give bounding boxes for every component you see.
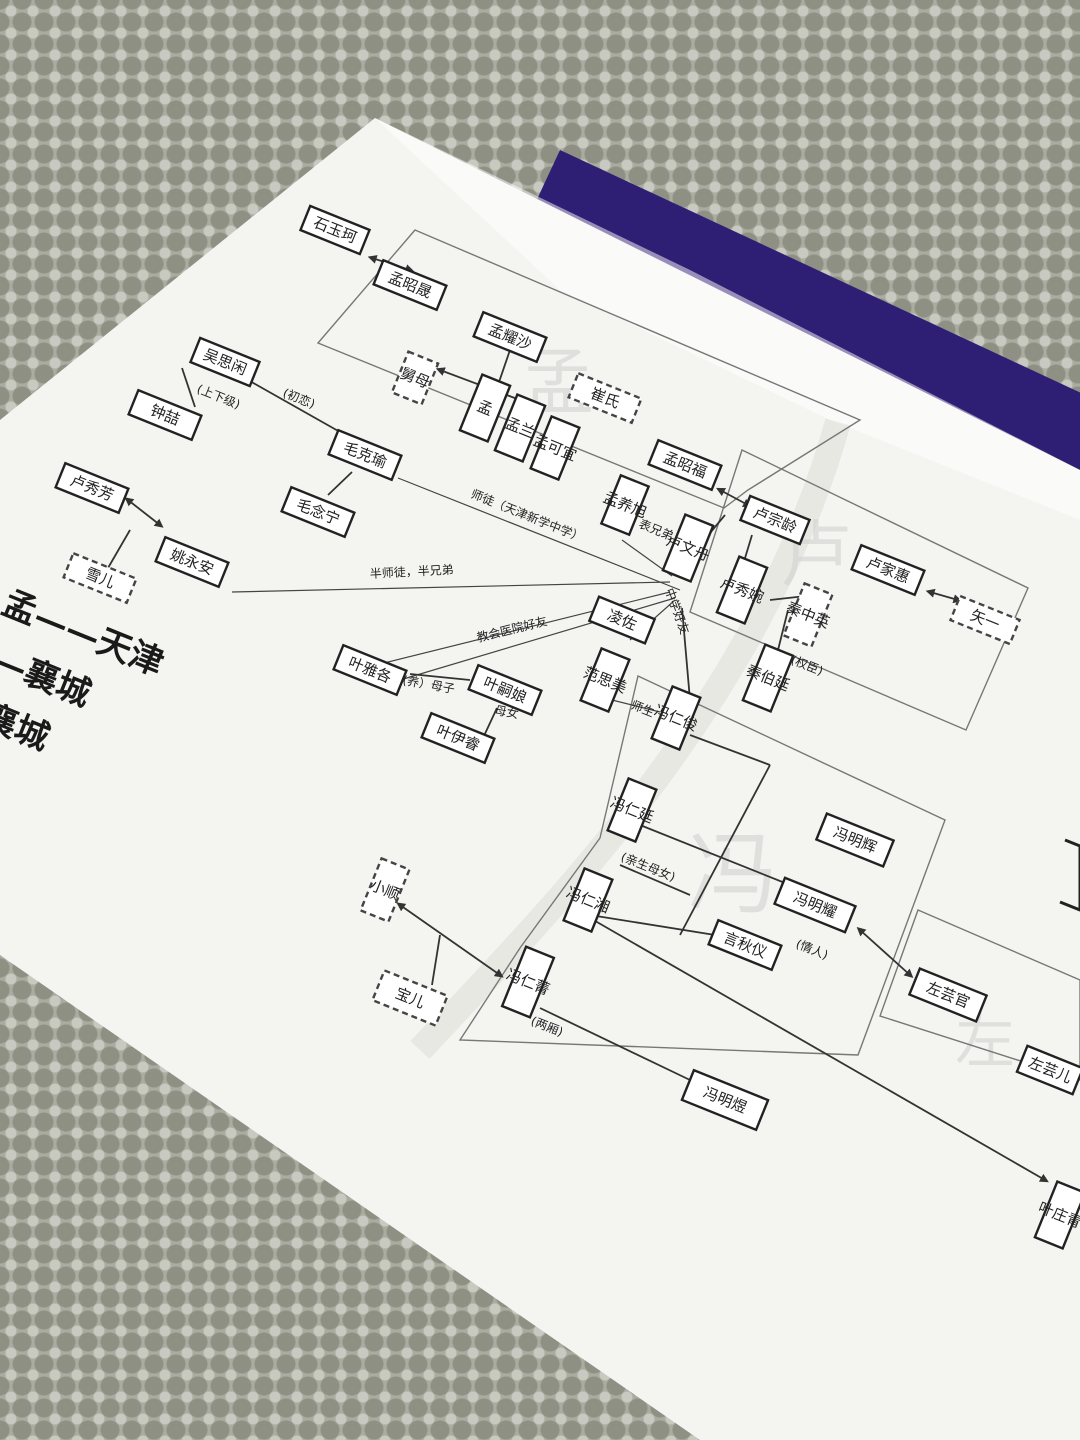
- node-meng-lan: 孟兰: [493, 393, 547, 463]
- node-lu-xiu-wan: 卢秀婉: [715, 555, 769, 625]
- node-fan-si-mei: 范思美: [579, 646, 631, 714]
- node-xue-er: 雪儿: [62, 551, 138, 605]
- node-feng-ren-jing: 冯仁菁: [500, 945, 556, 1019]
- label-half-disciple: 半师徒，半兄弟: [369, 563, 454, 581]
- feng-family-box: [458, 674, 946, 1056]
- node-lu-wen-zhou: 卢文舟: [661, 513, 715, 583]
- node-feng-ren-jun: 冯仁俊: [650, 684, 702, 752]
- node-qin-zhong-ying: 秦中英: [782, 581, 834, 649]
- node-mother-lu: 矢一: [948, 594, 1022, 646]
- node-bao-er: 宝儿: [370, 968, 450, 1028]
- paper-sheet: [0, 118, 1080, 1440]
- page-edge-mark: [1059, 838, 1080, 912]
- label-mother-daughter: 母女: [493, 702, 519, 721]
- node-meng-ke-yi: 孟可宜: [529, 414, 581, 482]
- node-qin-bo-ting: 秦伯廷: [741, 643, 795, 713]
- node-meng-yang-xu: 孟养旭: [599, 473, 651, 537]
- node-meng-yao-she: 孟耀沙: [472, 310, 548, 364]
- node-ye-zhuang-qing: 叶庄青: [1033, 1180, 1080, 1250]
- svg-text:孟: 孟: [475, 397, 496, 419]
- node-feng-ren-yan: 冯仁湘: [562, 866, 614, 934]
- node-xiao-shun: 小顺: [359, 856, 411, 924]
- node-ye-yi-rui: 叶伊睿: [420, 711, 496, 765]
- node-meng-zhan-nu: 孟: [458, 373, 512, 443]
- node-feng-ren-ting: 冯仁廷: [606, 776, 658, 844]
- watermark-zuo: 左: [955, 1007, 1015, 1077]
- node-zhong-jie: 钟喆: [127, 388, 203, 442]
- node-ye-si-niang: 叶嗣娘: [467, 663, 543, 717]
- zuo-family-box: [879, 909, 1080, 1081]
- node-meng-aunt: 舅母: [390, 350, 440, 406]
- node-cui-shi: 崔氏: [567, 371, 643, 425]
- node-mao-ke-yu: 毛克瑜: [327, 428, 403, 482]
- node-feng-ming-yu: 冯明煜: [680, 1068, 770, 1132]
- lu-family-box: [689, 449, 1029, 731]
- node-ling-zuo: 凌佐: [587, 595, 657, 645]
